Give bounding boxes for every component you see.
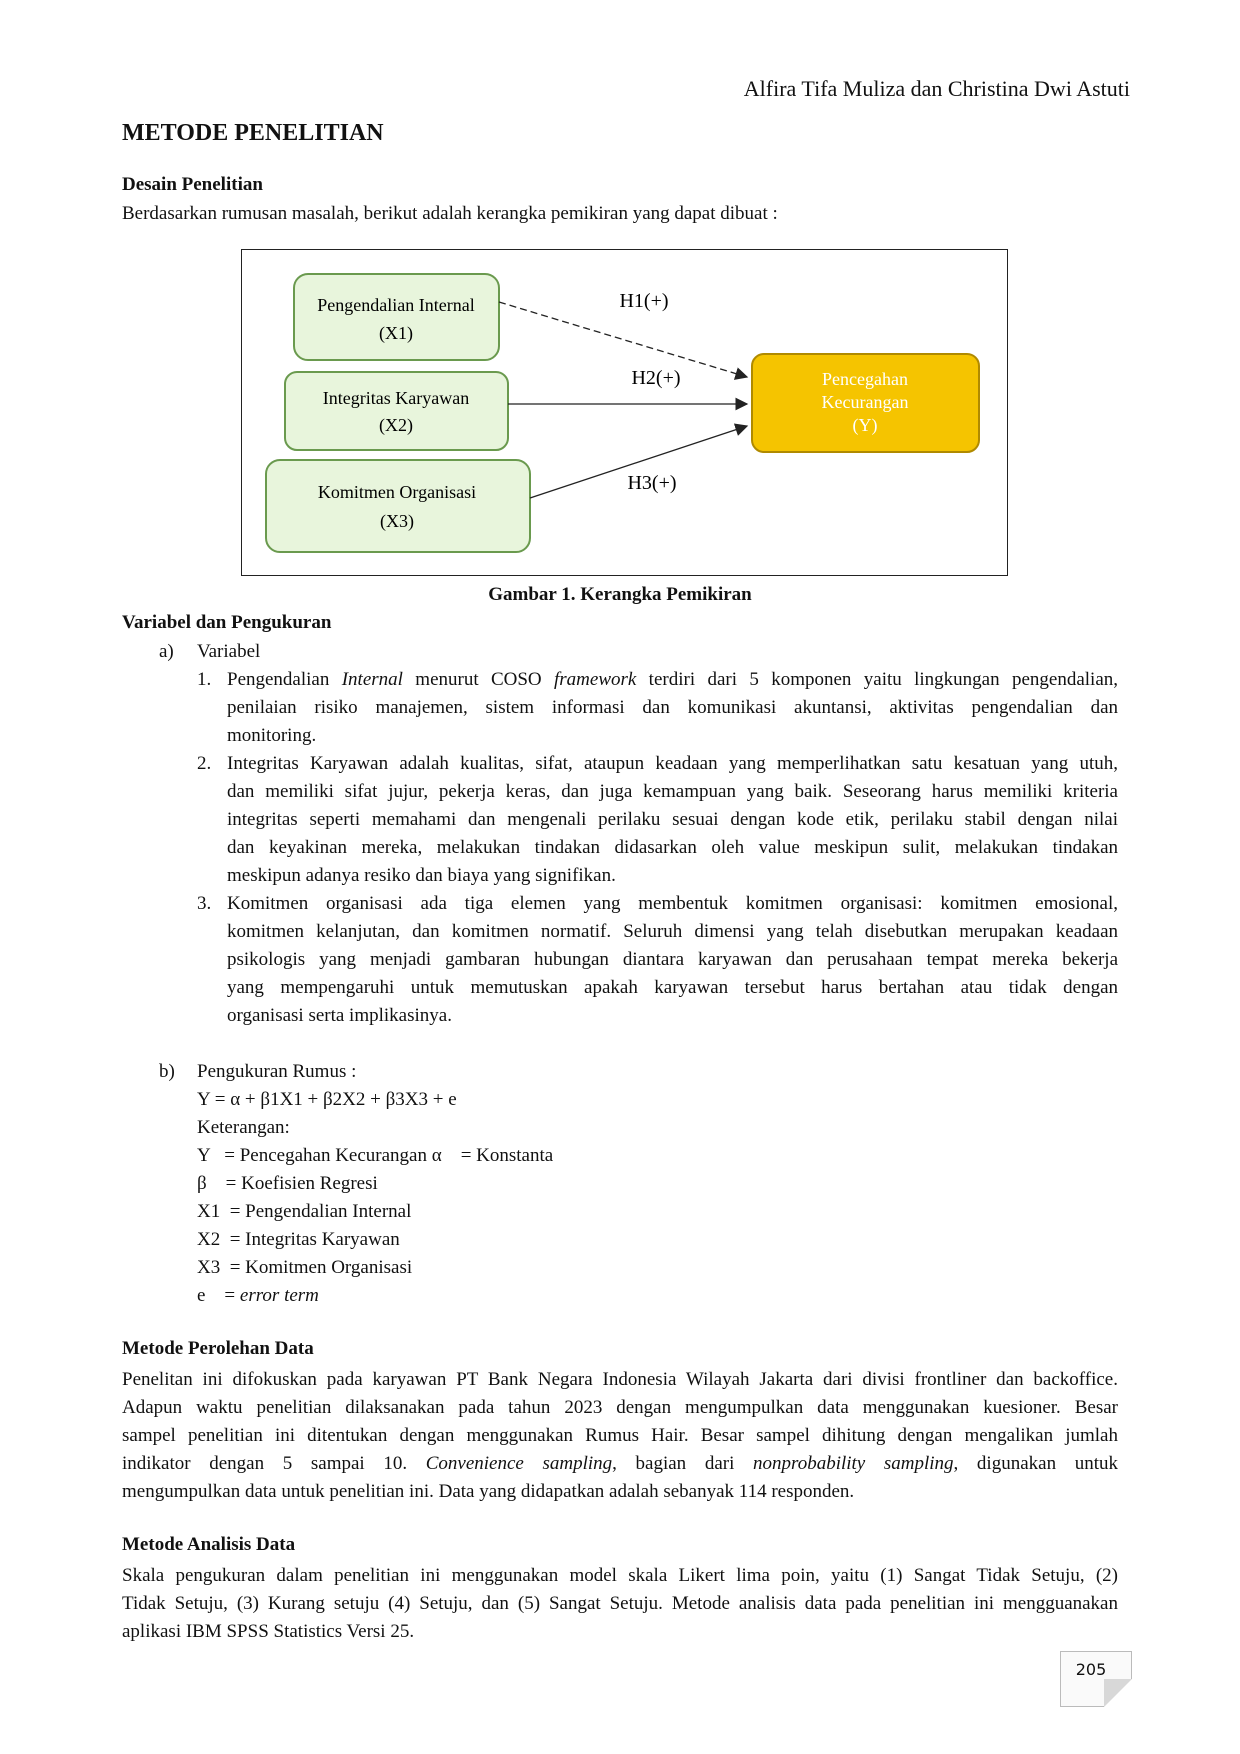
item-2-line-2: dan memiliki sifat jujur, pekerja keras,… [227, 781, 1118, 802]
item-1-line-1: Pengendalian Internal menurut COSO frame… [227, 669, 1119, 690]
figure-caption: Gambar 1. Kerangka Pemikiran [488, 584, 752, 605]
y-line1: Pencegahan [822, 369, 908, 389]
item-1-line-3: monitoring. [227, 725, 317, 746]
perolehan-line-4: indikator dengan 5 sampai 10. Convenienc… [122, 1453, 1118, 1474]
x1-box [293, 273, 500, 361]
perolehan-line-5: mengumpulkan data untuk penelitian ini. … [122, 1481, 855, 1502]
perolehan-line-2: Adapun waktu penelitian dilaksanakan pad… [122, 1397, 1118, 1418]
x2-box [284, 371, 509, 451]
x3-box [265, 459, 531, 553]
item-1-line-2: penilaian risiko manajemen, sistem infor… [227, 697, 1118, 718]
legend-x2: X2 = Integritas Karyawan [197, 1229, 400, 1250]
x3-name: Komitmen Organisasi [318, 482, 476, 502]
y-line2: Kecurangan [822, 392, 909, 412]
item-3-line-1: Komitmen organisasi ada tiga elemen yang… [227, 893, 1118, 914]
legend-y: Y = Pencegahan Kecurangan α = Konstanta [197, 1145, 554, 1166]
analisis-line-3: aplikasi IBM SPSS Statistics Versi 25. [122, 1621, 415, 1642]
page-number-box: 205 [1060, 1651, 1132, 1707]
analisis-line-2: Tidak Setuju, (3) Kurang setuju (4) Setu… [122, 1593, 1118, 1614]
variabel-label: Variabel [197, 641, 261, 662]
pengukuran-label: Pengukuran Rumus : [197, 1061, 357, 1082]
x2-name: Integritas Karyawan [323, 388, 469, 408]
item-2-number: 2. [197, 753, 212, 774]
item-2-line-3: integritas seperti memahami dan mengenal… [227, 809, 1118, 830]
list-label-a: a) [159, 641, 174, 662]
item-3-line-2: komitmen kelanjutan, dan komitmen normat… [227, 921, 1118, 942]
legend-beta: β = Koefisien Regresi [197, 1173, 378, 1194]
regression-formula: Y = α + β1X1 + β2X2 + β3X3 + e [197, 1089, 457, 1110]
item-2-line-1: Integritas Karyawan adalah kualitas, sif… [227, 753, 1118, 774]
framework-diagram: Pengendalian Internal (X1) Integritas Ka… [265, 273, 980, 553]
label-h3: H3(+) [627, 472, 676, 494]
x3-code: (X3) [380, 511, 414, 532]
item-3-line-5: organisasi serta implikasinya. [227, 1005, 452, 1026]
label-h2: H2(+) [631, 367, 680, 389]
arrow-h3 [529, 423, 749, 499]
legend-x3: X3 = Komitmen Organisasi [197, 1257, 413, 1278]
x2-code: (X2) [379, 415, 413, 436]
item-3-number: 3. [197, 893, 212, 914]
item-3-line-4: yang mempengaruhi untuk memutuskan apaka… [227, 977, 1118, 998]
label-h1: H1(+) [619, 290, 668, 312]
subheading-perolehan: Metode Perolehan Data [122, 1338, 314, 1359]
page-fold-corner [1104, 1679, 1132, 1707]
x1-code: (X1) [379, 323, 413, 344]
item-2-line-5: meskipun adanya resiko dan biaya yang si… [227, 865, 616, 886]
running-header: Alfira Tifa Muliza dan Christina Dwi Ast… [743, 76, 1130, 101]
x1-name: Pengendalian Internal [317, 295, 474, 315]
item-1-number: 1. [197, 669, 212, 690]
perolehan-line-3: sampel penelitian ini ditentukan dengan … [122, 1425, 1118, 1446]
list-label-b: b) [159, 1061, 175, 1082]
section-title: METODE PENELITIAN [122, 120, 384, 146]
page-number: 205 [1075, 1660, 1107, 1679]
y-box [751, 353, 980, 453]
legend-e: e = error term [197, 1285, 319, 1306]
item-3-line-3: psikologis yang menjadi gambaran hubunga… [227, 949, 1118, 970]
subheading-analisis: Metode Analisis Data [122, 1534, 296, 1555]
framework-figure: Pengendalian Internal (X1) Integritas Ka… [241, 249, 1008, 576]
subheading-desain: Desain Penelitian [122, 174, 263, 195]
y-code: (Y) [853, 415, 878, 436]
item-2-line-4: dan keyakinan mereka, melakukan tindakan… [227, 837, 1118, 858]
keterangan-label: Keterangan: [197, 1117, 290, 1138]
subheading-variabel: Variabel dan Pengukuran [122, 612, 332, 633]
desain-intro: Berdasarkan rumusan masalah, berikut ada… [122, 203, 778, 224]
analisis-line-1: Skala pengukuran dalam penelitian ini me… [122, 1565, 1118, 1586]
legend-x1: X1 = Pengendalian Internal [197, 1201, 412, 1222]
arrow-h1 [498, 301, 749, 380]
perolehan-line-1: Penelitan ini difokuskan pada karyawan P… [122, 1369, 1118, 1390]
